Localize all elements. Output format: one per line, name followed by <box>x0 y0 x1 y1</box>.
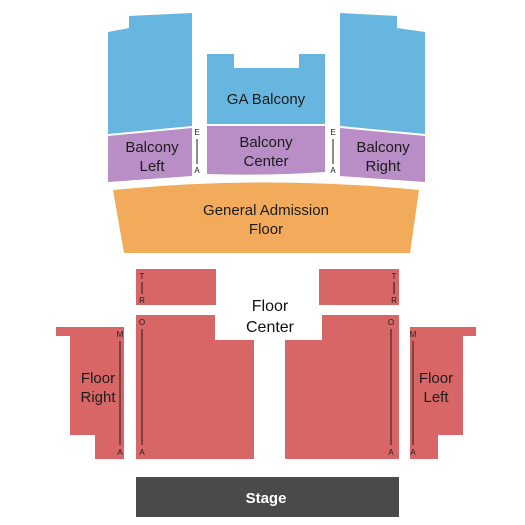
balcony-left-section[interactable] <box>108 128 192 182</box>
floor-rear-left-row-bottom: R <box>139 296 145 305</box>
balcony-center-label-line2: Center <box>243 153 288 170</box>
balcony-right-section[interactable] <box>340 128 425 182</box>
floor-left-section[interactable] <box>410 327 476 459</box>
floor-center-left-row-top: O <box>139 318 145 327</box>
balcony-center-section[interactable] <box>207 126 325 175</box>
floor-right-side-row-bottom: A <box>117 448 123 457</box>
balcony-right-label-line2: Right <box>365 158 401 175</box>
stage <box>136 477 399 517</box>
floor-right-label-line1: Floor <box>81 370 115 387</box>
floor-rear-left-section[interactable] <box>136 269 216 305</box>
floor-center-right-row-bottom: A <box>388 448 394 457</box>
balcony-left-label-line1: Balcony <box>125 139 179 156</box>
balcony-left-aisle-row-bottom: A <box>194 166 200 175</box>
ga-balcony-section[interactable] <box>207 54 325 124</box>
balcony-left-aisle-row-top: E <box>194 128 199 137</box>
balcony-center-label-line1: Balcony <box>239 134 293 151</box>
floor-center-right-section[interactable] <box>285 315 399 459</box>
upper-balcony-left-section[interactable] <box>108 13 192 134</box>
stage-label: Stage <box>246 490 287 507</box>
upper-balcony-right-section[interactable] <box>340 13 425 134</box>
floor-left-side-row-bottom: A <box>410 448 416 457</box>
floor-rear-left-row-top: T <box>140 272 145 281</box>
ga-floor-label-line1: General Admission <box>203 202 329 219</box>
ga-floor-label-line2: Floor <box>249 221 283 238</box>
general-admission-floor-section[interactable] <box>113 182 419 254</box>
floor-right-side-row-top: M <box>117 330 124 339</box>
balcony-left-label-line2: Left <box>139 158 165 175</box>
balcony-right-aisle-row-bottom: A <box>330 166 336 175</box>
floor-left-side-row-top: M <box>410 330 417 339</box>
floor-right-label-line2: Right <box>80 389 116 406</box>
floor-center-left-row-bottom: A <box>139 448 145 457</box>
floor-left-label-line1: Floor <box>419 370 453 387</box>
floor-rear-right-row-bottom: R <box>391 296 397 305</box>
floor-left-label-line2: Left <box>423 389 449 406</box>
balcony-right-label-line1: Balcony <box>356 139 410 156</box>
floor-right-section[interactable] <box>56 327 124 459</box>
floor-center-right-row-top: O <box>388 318 394 327</box>
floor-rear-right-section[interactable] <box>319 269 399 305</box>
floor-rear-right-row-top: T <box>392 272 397 281</box>
ga-balcony-label: GA Balcony <box>227 91 306 108</box>
floor-center-label-line1: Floor <box>252 298 289 315</box>
balcony-right-aisle-row-top: E <box>330 128 335 137</box>
floor-center-left-section[interactable] <box>136 315 254 459</box>
floor-center-label-line2: Center <box>246 319 295 336</box>
